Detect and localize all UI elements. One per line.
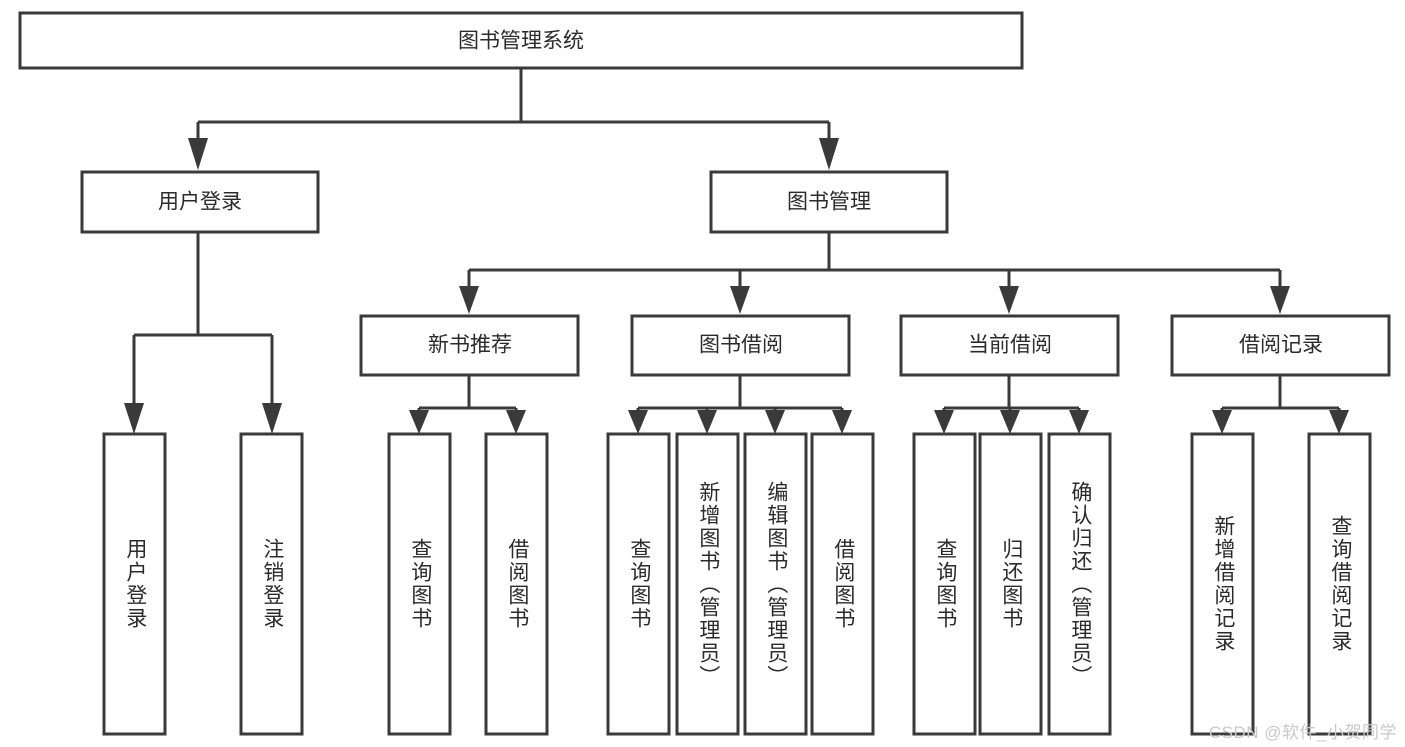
arrowhead-bb-leaf-3 xyxy=(765,410,785,434)
arrowhead-cb-leaf-3 xyxy=(1069,410,1089,434)
leaf-user-login-2[interactable] xyxy=(239,432,304,736)
leaf-user-login-1[interactable] xyxy=(102,432,167,736)
node-book-manage[interactable] xyxy=(709,170,949,234)
node-new-book-recommend[interactable] xyxy=(359,314,580,377)
leaf-book-borrow-4[interactable] xyxy=(810,432,875,736)
arrowhead-br-leaf-2 xyxy=(1329,410,1349,434)
leaf-current-borrow-3[interactable] xyxy=(1047,432,1112,736)
arrowhead-new-book xyxy=(459,286,479,314)
node-current-borrow-label: 当前借阅 xyxy=(968,334,1052,357)
leaf-borrow-record-1[interactable] xyxy=(1190,432,1255,736)
node-new-book-recommend-label: 新书推荐 xyxy=(428,334,512,357)
arrowhead-user-login xyxy=(188,138,208,170)
watermark: CSDN @软件_小贺同学 xyxy=(1208,723,1397,742)
arrowhead-leaf-logout xyxy=(262,403,282,434)
node-current-borrow[interactable] xyxy=(899,314,1120,377)
node-borrow-record[interactable] xyxy=(1170,314,1391,377)
node-book-manage-label: 图书管理 xyxy=(787,191,871,214)
node-layer: 图书管理系统 用户登录 图书管理 新书推荐 图书借阅 当前借阅 借阅记录 xyxy=(18,11,1391,736)
node-book-borrow[interactable] xyxy=(630,314,851,377)
arrowhead-book-manage xyxy=(819,138,839,170)
leaf-new-book-2[interactable] xyxy=(484,432,549,736)
arrowhead-bb-leaf-4 xyxy=(832,410,852,434)
connector-layer xyxy=(124,68,1349,434)
arrowhead-br-leaf-1 xyxy=(1212,410,1232,434)
arrowhead-cb-leaf-2 xyxy=(1000,410,1020,434)
leaf-current-borrow-1[interactable] xyxy=(912,432,977,736)
arrowhead-bb-leaf-2 xyxy=(697,410,717,434)
leaf-new-book-1[interactable] xyxy=(387,432,452,736)
arrowhead-nb-leaf-1 xyxy=(409,410,429,434)
leaf-book-borrow-3[interactable] xyxy=(743,432,808,736)
node-user-login[interactable] xyxy=(80,170,320,234)
arrowhead-borrow-record xyxy=(1270,286,1290,314)
node-book-borrow-label: 图书借阅 xyxy=(699,334,783,357)
arrowhead-book-borrow xyxy=(730,286,750,314)
leaf-current-borrow-2[interactable] xyxy=(978,432,1043,736)
node-borrow-record-label: 借阅记录 xyxy=(1239,334,1323,357)
node-root[interactable] xyxy=(18,11,1024,70)
node-root-label: 图书管理系统 xyxy=(458,30,584,53)
arrowhead-cb-leaf-1 xyxy=(934,410,954,434)
leaf-book-borrow-1[interactable] xyxy=(606,432,671,736)
leaf-borrow-record-2[interactable] xyxy=(1307,432,1372,736)
arrowhead-bb-leaf-1 xyxy=(628,410,648,434)
arrowhead-leaf-user-login xyxy=(124,403,144,434)
arrowhead-current-borrow xyxy=(999,286,1019,314)
leaf-book-borrow-2[interactable] xyxy=(675,432,740,736)
arrowhead-nb-leaf-2 xyxy=(506,410,526,434)
node-user-login-label: 用户登录 xyxy=(158,191,242,214)
